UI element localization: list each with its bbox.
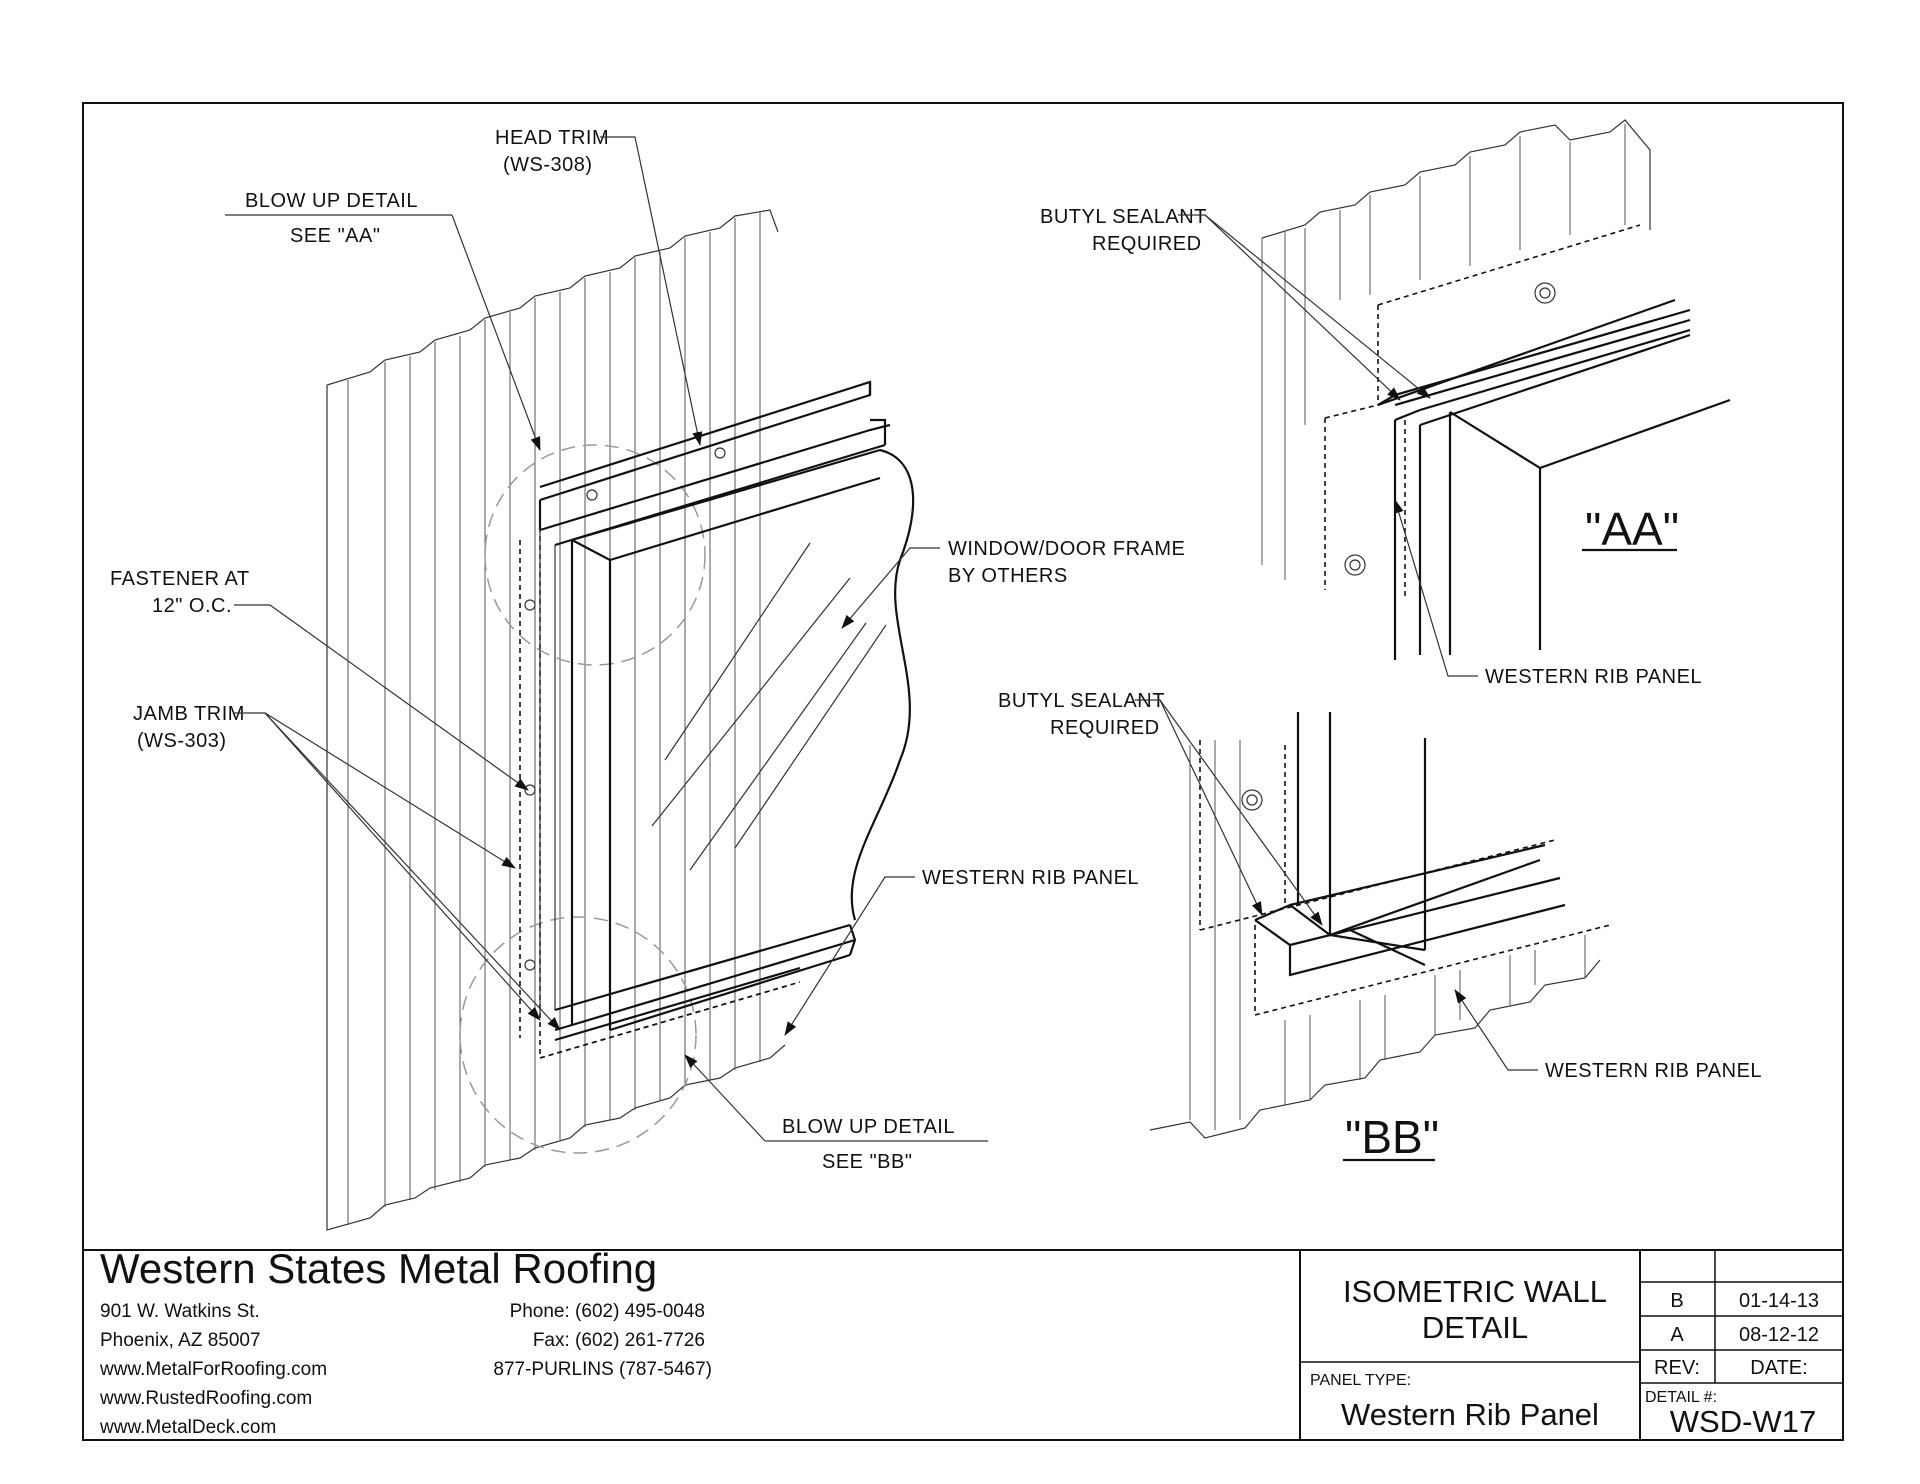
- main-callouts: HEAD TRIM (WS-308) BLOW UP DETAIL SEE "A…: [110, 127, 1185, 1173]
- label-aa: "AA": [1585, 503, 1679, 555]
- callout-window-frame-2: BY OTHERS: [948, 565, 1068, 587]
- panel-type-value: Western Rib Panel: [1341, 1397, 1599, 1432]
- label-bb: "BB": [1345, 1111, 1439, 1163]
- callout-western-rib-bb: WESTERN RIB PANEL: [1545, 1060, 1762, 1082]
- detail-bb-callouts: BUTYL SEALANT REQUIRED WESTERN RIB PANEL: [998, 690, 1762, 1082]
- drawing-title-2: DETAIL: [1422, 1310, 1528, 1345]
- callout-butyl-aa-2: REQUIRED: [1092, 233, 1202, 255]
- callout-western-rib-main: WESTERN RIB PANEL: [922, 867, 1139, 889]
- sheet-border: [82, 102, 1844, 1441]
- callout-blowup-bb-2: SEE "BB": [822, 1151, 912, 1173]
- wall-panel-outline: [326, 385, 786, 1231]
- callout-fastener-2: 12" O.C.: [152, 595, 232, 617]
- rev-a-date: 08-12-12: [1739, 1324, 1819, 1346]
- panel-type-label: PANEL TYPE:: [1310, 1372, 1411, 1389]
- callout-head-trim-1: HEAD TRIM: [495, 127, 609, 149]
- detail-bb: "BB": [1149, 712, 1611, 1163]
- callout-butyl-aa-1: BUTYL SEALANT: [1040, 206, 1207, 228]
- callout-blowup-aa-1: BLOW UP DETAIL: [245, 190, 418, 212]
- rev-header: REV:: [1654, 1357, 1700, 1379]
- window-frame: [554, 448, 915, 1032]
- fax: Fax: (602) 261-7726: [533, 1330, 705, 1351]
- detail-number: WSD-W17: [1670, 1404, 1816, 1439]
- callout-blowup-aa-2: SEE "AA": [290, 225, 380, 247]
- jamb-trim: [519, 530, 556, 1038]
- company-name: Western States Metal Roofing: [100, 1245, 657, 1292]
- website-2: www.RustedRoofing.com: [99, 1388, 312, 1409]
- callout-fastener-1: FASTENER AT: [110, 568, 250, 590]
- address-line1: 901 W. Watkins St.: [100, 1301, 260, 1322]
- callout-western-rib-aa: WESTERN RIB PANEL: [1485, 666, 1702, 688]
- website-1: www.MetalForRoofing.com: [99, 1359, 327, 1380]
- callout-jamb-trim-1: JAMB TRIM: [133, 703, 245, 725]
- detail-aa: "AA": [1261, 119, 1731, 660]
- drawing-title-1: ISOMETRIC WALL: [1343, 1274, 1607, 1309]
- panel-cutout-dashed: [539, 500, 801, 1060]
- main-isometric-view: [326, 209, 915, 1231]
- detail-aa-callouts: BUTYL SEALANT REQUIRED WESTERN RIB PANEL: [1040, 206, 1702, 688]
- toll-free: 877-PURLINS (787-5467): [493, 1359, 712, 1380]
- callout-blowup-bb-1: BLOW UP DETAIL: [782, 1116, 955, 1138]
- callout-jamb-trim-2: (WS-303): [137, 730, 227, 752]
- phone: Phone: (602) 495-0048: [510, 1301, 705, 1322]
- glass-hatch: [651, 542, 887, 871]
- rev-a: A: [1670, 1324, 1684, 1346]
- title-block: Western States Metal Roofing 901 W. Watk…: [99, 1245, 1843, 1440]
- address-line2: Phoenix, AZ 85007: [100, 1330, 261, 1351]
- detail-label: DETAIL #:: [1645, 1389, 1717, 1406]
- head-trim: [538, 380, 891, 547]
- wall-rib-lines: [347, 212, 761, 1225]
- callout-window-frame-1: WINDOW/DOOR FRAME: [948, 538, 1185, 560]
- blowup-circle-bb: [459, 916, 697, 1154]
- rev-b-date: 01-14-13: [1739, 1290, 1819, 1312]
- sill-area: [539, 966, 801, 1059]
- blowup-circle-aa: [484, 444, 706, 666]
- wall-panel-top: [326, 209, 779, 386]
- callout-butyl-bb-2: REQUIRED: [1050, 717, 1160, 739]
- website-3: www.MetalDeck.com: [99, 1417, 276, 1438]
- callout-head-trim-2: (WS-308): [503, 154, 593, 176]
- date-header: DATE:: [1750, 1357, 1807, 1379]
- rev-b: B: [1670, 1290, 1683, 1312]
- callout-butyl-bb-1: BUTYL SEALANT: [998, 690, 1165, 712]
